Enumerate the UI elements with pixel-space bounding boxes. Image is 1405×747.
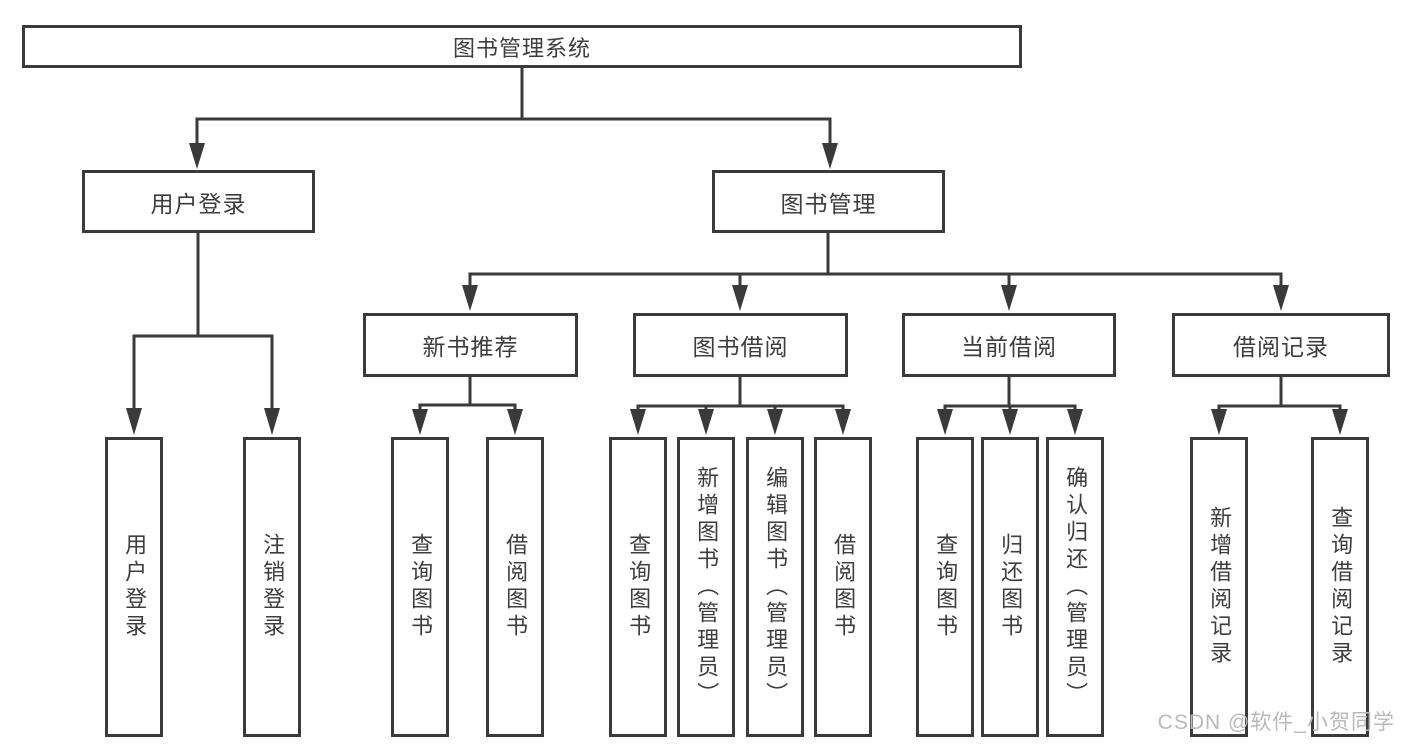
leaf-label: 归还图书: [998, 533, 1024, 641]
leaf-add-borrow-record: 新增借阅记录: [1190, 437, 1248, 737]
leaf-label: 查询图书: [626, 533, 652, 641]
leaf-query-borrow-record: 查询借阅记录: [1311, 437, 1369, 737]
leaf-add-books-admin: 新增图书（管理员）: [677, 437, 735, 737]
leaf-borrow-books: 借阅图书: [814, 437, 872, 737]
node-label: 图书借阅: [692, 334, 789, 360]
node-book-management: 图书管理: [712, 170, 945, 233]
node-borrowing-records: 借阅记录: [1172, 313, 1390, 377]
leaf-return-books: 归还图书: [981, 437, 1039, 737]
node-user-login: 用户登录: [82, 170, 315, 233]
node-label: 借阅记录: [1233, 334, 1329, 360]
leaf-label: 新增图书（管理员）: [694, 465, 720, 709]
leaf-label: 借阅图书: [503, 533, 529, 641]
leaf-label: 确认归还（管理员）: [1063, 465, 1089, 709]
node-label: 新书推荐: [422, 334, 519, 360]
leaf-label: 查询借阅记录: [1328, 506, 1354, 668]
leaf-label: 查询图书: [933, 533, 959, 641]
node-label: 图书管理系统: [452, 35, 591, 61]
node-new-book-recommendation: 新书推荐: [363, 313, 578, 377]
node-label: 当前借阅: [961, 334, 1057, 360]
node-book-borrowing: 图书借阅: [633, 313, 848, 377]
leaf-edit-books-admin: 编辑图书（管理员）: [746, 437, 804, 737]
leaf-label: 查询图书: [408, 533, 434, 641]
leaf-query-books-current: 查询图书: [916, 437, 974, 737]
node-label: 图书管理: [780, 190, 877, 217]
csdn-watermark: CSDN @软件_小贺同学: [1157, 711, 1395, 734]
leaf-confirm-return-admin: 确认归还（管理员）: [1046, 437, 1104, 737]
leaf-label: 注销登录: [260, 533, 286, 641]
node-current-borrowing: 当前借阅: [902, 313, 1116, 377]
leaf-label: 编辑图书（管理员）: [763, 465, 789, 709]
node-library-management-system: 图书管理系统: [22, 25, 1022, 68]
leaf-label: 借阅图书: [831, 533, 857, 641]
leaf-label: 新增借阅记录: [1207, 506, 1233, 668]
leaf-query-books-borrow: 查询图书: [609, 437, 667, 737]
node-label: 用户登录: [150, 190, 247, 217]
leaf-logout: 注销登录: [243, 437, 301, 737]
leaf-label: 用户登录: [122, 533, 148, 641]
leaf-query-books-recommend: 查询图书: [391, 437, 449, 737]
leaf-borrow-books-recommend: 借阅图书: [486, 437, 544, 737]
leaf-user-login: 用户登录: [105, 437, 163, 737]
